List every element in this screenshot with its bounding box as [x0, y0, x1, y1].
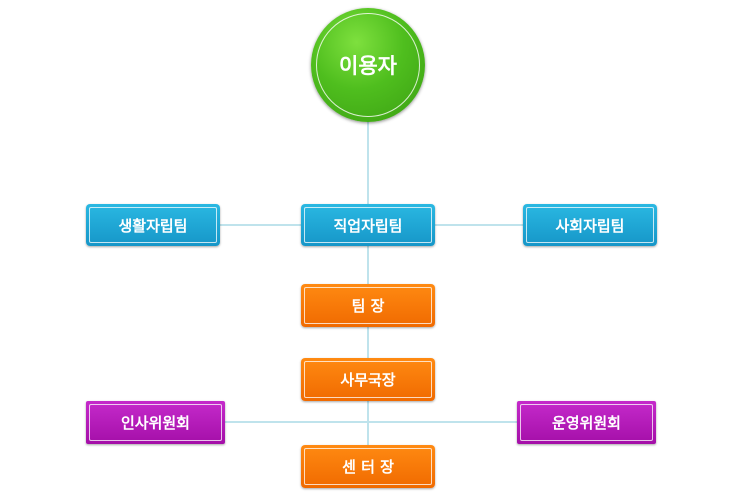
personnel-committee-label: 인사위원회	[120, 414, 190, 432]
secretary-general-label: 사무국장	[340, 371, 396, 389]
operations-committee-label: 운영위원회	[551, 414, 621, 432]
team-social-independence: 사회자립팀	[523, 204, 657, 246]
user-node-label: 이용자	[339, 54, 397, 78]
connector-teams-to-leader	[367, 246, 369, 286]
user-node: 이용자	[311, 8, 425, 122]
connector-user-to-teams	[367, 120, 369, 208]
team-leader-label: 팀 장	[351, 297, 385, 315]
team-social-label: 사회자립팀	[555, 216, 625, 235]
secretary-general-box: 사무국장	[301, 358, 435, 401]
personnel-committee-box: 인사위원회	[86, 401, 225, 444]
team-life-independence: 생활자립팀	[86, 204, 220, 246]
team-job-independence: 직업자립팀	[301, 204, 435, 246]
team-leader-box: 팀 장	[301, 284, 435, 327]
connector-secretary-to-director	[367, 400, 369, 446]
team-job-label: 직업자립팀	[333, 216, 403, 235]
team-life-label: 생활자립팀	[118, 216, 188, 235]
center-director-box: 센 터 장	[301, 445, 435, 488]
connector-leader-to-secretary	[367, 326, 369, 360]
operations-committee-box: 운영위원회	[517, 401, 656, 444]
connector-committee-row	[224, 421, 518, 423]
center-director-label: 센 터 장	[342, 458, 394, 476]
